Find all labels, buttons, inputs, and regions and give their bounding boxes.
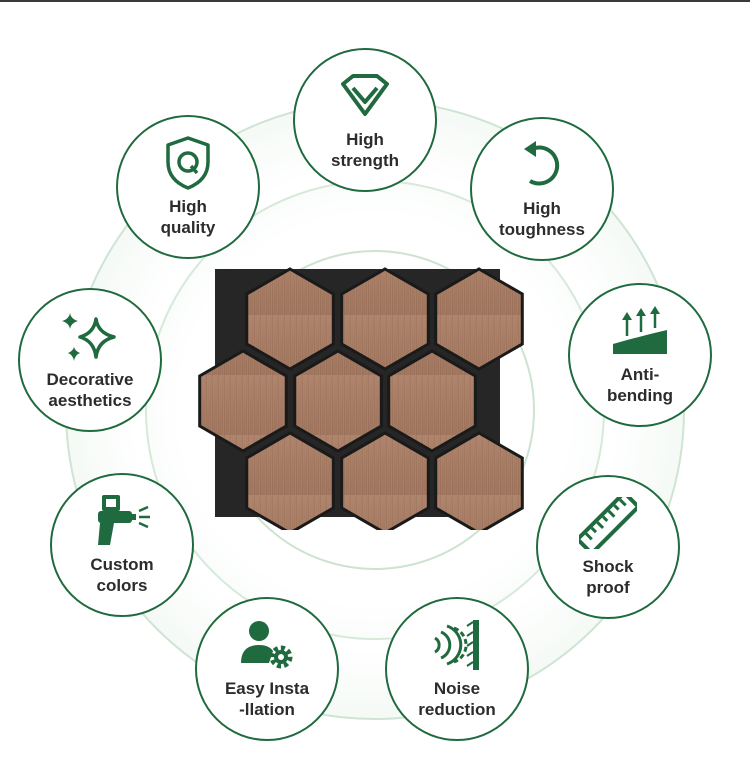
wood-hexagon-tile [245,267,335,371]
feature-label: Easy Insta -llation [224,679,310,719]
feature-label: High quality [160,197,216,237]
feature-label: High toughness [499,199,585,239]
feature-anti-bending: Anti- bending [568,283,712,427]
wood-hexagon-tile [387,349,477,453]
feature-custom-colors: Custom colors [50,473,194,617]
wood-hexagon-tile [245,431,335,530]
sparkles-icon [60,309,120,363]
feature-label: High strength [331,130,399,170]
feature-label: Shock proof [582,557,634,597]
user-gear-icon [237,618,297,672]
wood-hexagon-tile [198,349,288,453]
wood-hexagon-tile [340,431,430,530]
feature-label: Noise reduction [418,679,496,719]
feature-high-quality: High quality [116,115,260,259]
feature-decorative-aesthetics: Decorative aesthetics [18,288,162,432]
feature-high-strength: High strength [293,48,437,192]
rotate-arrow-icon [512,138,572,192]
feature-label: Custom colors [90,555,154,595]
shield-q-icon [158,136,218,190]
wood-hexagons [198,267,524,530]
wood-hexagon-tile [293,349,383,453]
feature-label: Decorative aesthetics [46,370,134,410]
feature-label: Anti- bending [606,365,674,405]
wood-hexagon-tile [434,267,524,371]
bending-panel-icon [610,304,670,358]
spray-gun-icon [92,494,152,548]
feature-noise-reduction: Noise reduction [385,597,529,741]
ruler-icon [578,496,638,550]
wood-hexagon-tile [340,267,430,371]
feature-high-toughness: High toughness [470,117,614,261]
feature-shock-proof: Shock proof [536,475,680,619]
sound-waves-icon [427,618,487,672]
top-divider [0,0,750,2]
feature-easy-installation: Easy Insta -llation [195,597,339,741]
hexagon-panel-image [198,267,524,530]
wood-hexagon-tile [434,431,524,530]
diamond-chevron-icon [335,69,395,123]
